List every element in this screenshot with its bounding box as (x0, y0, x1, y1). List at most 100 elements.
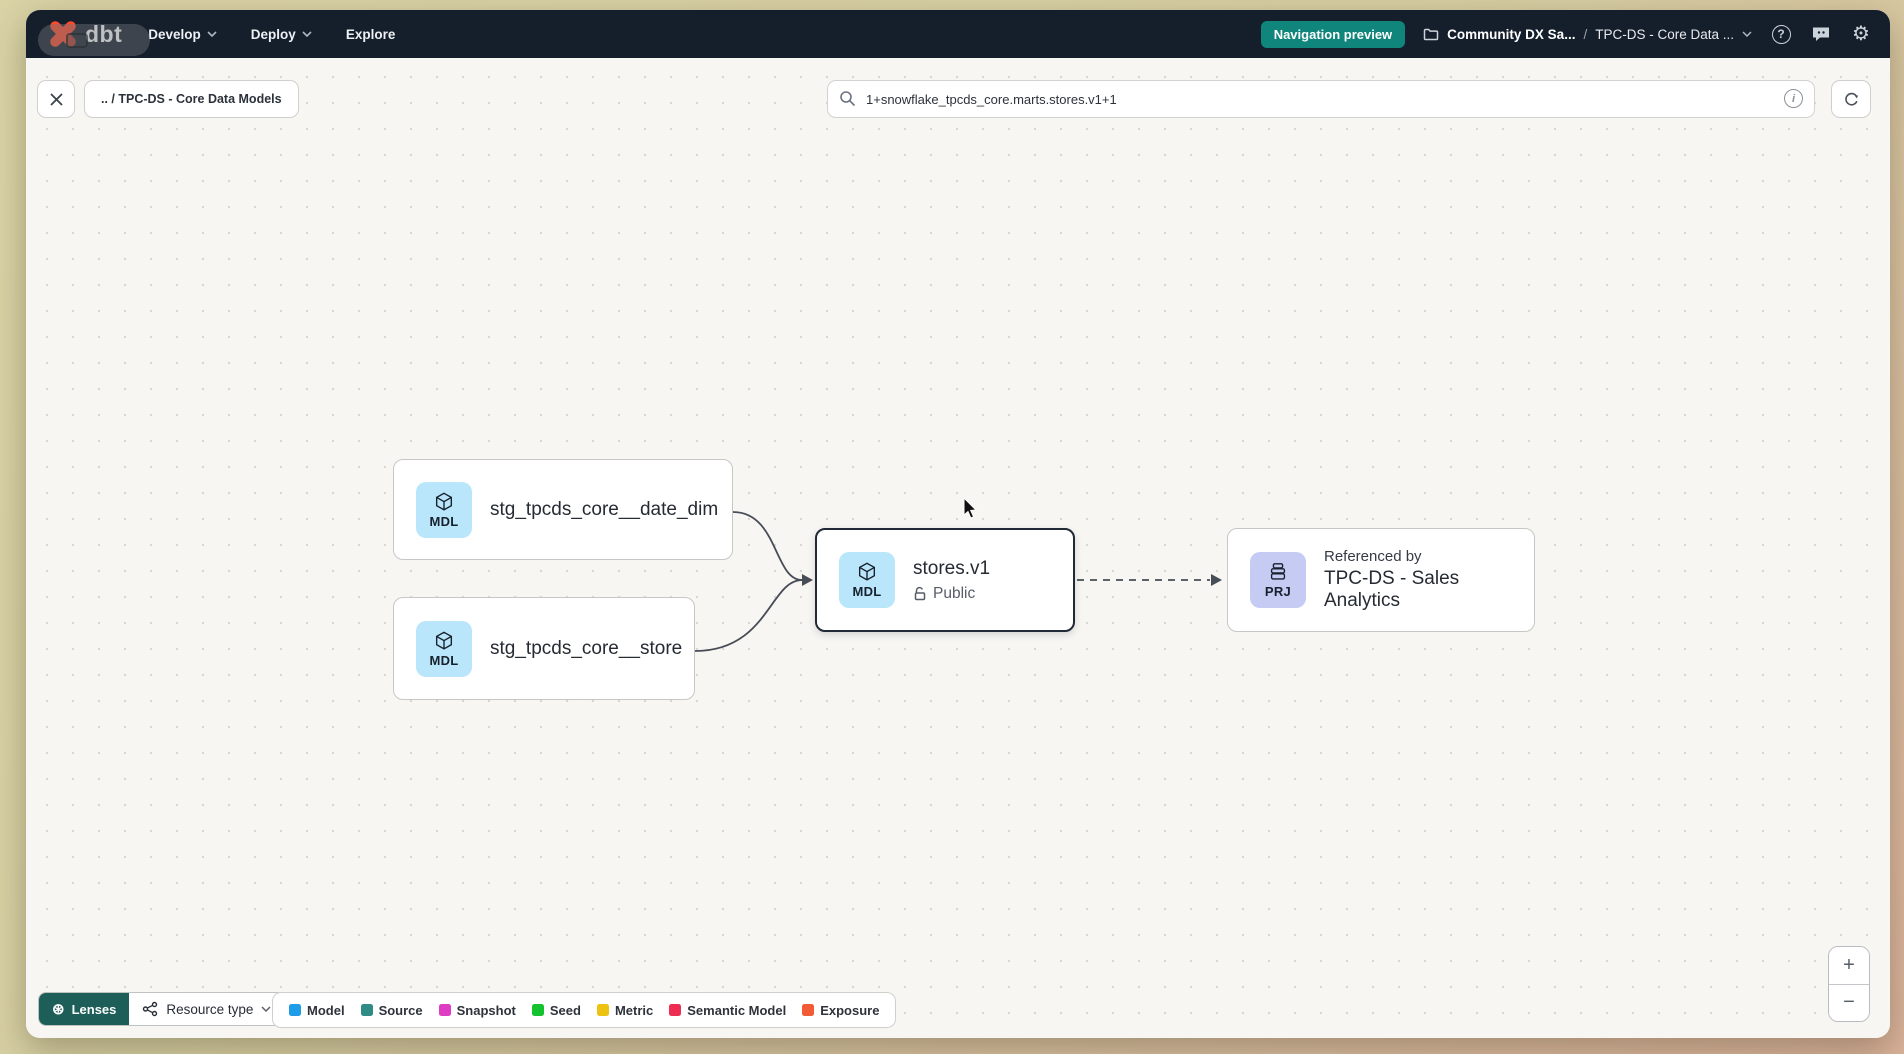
legend-item-snapshot: Snapshot (438, 1002, 516, 1018)
zoom-out-button[interactable]: − (1829, 984, 1869, 1021)
lineage-canvas[interactable]: MDL stg_tpcds_core__date_dim MDL stg_tpc… (26, 58, 1890, 1038)
info-icon[interactable]: i (1784, 89, 1803, 108)
legend-item-metric: Metric (596, 1002, 654, 1018)
gear-icon: ⚙ (1852, 23, 1870, 45)
legend-swatch (289, 1004, 301, 1016)
legend-swatch (531, 1004, 544, 1016)
refresh-icon (1844, 92, 1858, 106)
dbt-logo-text: dbt (85, 20, 123, 47)
legend-label: Snapshot (456, 1002, 516, 1018)
divider (1829, 983, 1869, 985)
resource-type-dropdown[interactable]: Resource type (129, 993, 285, 1025)
node-label: stg_tpcds_core__date_dim (490, 498, 719, 520)
node-access: Public (913, 585, 990, 603)
legend-item-source: Source (360, 1002, 423, 1018)
edge-store-to-stores (694, 579, 803, 652)
lineage-breadcrumb-chip[interactable]: .. / TPC-DS - Core Data Models (84, 80, 299, 118)
app-window: dbt Develop Deploy Explore Navigation pr… (26, 10, 1890, 1038)
menu-develop-label: Develop (148, 26, 201, 42)
legend-swatch (360, 1004, 373, 1016)
navigation-preview-badge[interactable]: Navigation preview (1260, 20, 1406, 48)
chat-bubble-icon (1813, 27, 1829, 41)
breadcrumb-project[interactable]: TPC-DS - Core Data ... (1595, 26, 1734, 42)
node-tpcds-sales-analytics[interactable]: PRJ Referenced by TPC-DS - Sales Analyti… (1227, 528, 1535, 632)
model-badge: MDL (416, 481, 472, 538)
zoom-in-button[interactable]: + (1829, 947, 1869, 984)
legend-item-seed: Seed (531, 1002, 581, 1018)
close-lineage-button[interactable] (37, 80, 75, 118)
legend-item-exposure: Exposure (802, 1003, 879, 1018)
legend-swatch (669, 1004, 682, 1016)
project-badge: PRJ (1250, 552, 1306, 608)
lineage-search: i (827, 80, 1815, 118)
cube-icon (858, 562, 876, 581)
node-label: stores.v1 (913, 557, 991, 579)
folder-icon (1423, 28, 1439, 41)
top-navbar: dbt Develop Deploy Explore Navigation pr… (26, 10, 1890, 58)
legend-label: Source (378, 1002, 423, 1018)
chevron-down-icon (261, 1006, 271, 1012)
lens-controls: ⊛ Lenses Resource type (38, 992, 286, 1026)
graph-icon (143, 1001, 158, 1017)
menu-deploy[interactable]: Deploy (251, 27, 312, 42)
lenses-button[interactable]: ⊛ Lenses (39, 993, 130, 1025)
navbar-right: Navigation preview Community DX Sa... / … (1260, 10, 1872, 58)
node-stores-v1[interactable]: MDL stores.v1 Public (815, 528, 1075, 632)
legend-label: Seed (549, 1002, 581, 1018)
chevron-down-icon (302, 31, 312, 37)
chevron-down-icon (1742, 31, 1752, 37)
mouse-cursor (963, 497, 978, 519)
breadcrumb[interactable]: Community DX Sa... / TPC-DS - Core Data … (1423, 27, 1752, 42)
screen-capture-indicator (38, 24, 150, 56)
badge-label: MDL (429, 652, 459, 668)
cube-icon (435, 492, 453, 511)
search-icon (839, 90, 856, 112)
node-reference-title: Referenced by (1324, 548, 1422, 565)
resource-type-legend: Model Source Snapshot Seed Metric Semant… (272, 992, 897, 1028)
chevron-down-icon (207, 31, 217, 37)
breadcrumb-account[interactable]: Community DX Sa... (1447, 26, 1576, 42)
main-menu: Develop Deploy Explore (148, 27, 395, 42)
model-badge: MDL (839, 552, 895, 608)
stacked-drawers-icon (1270, 563, 1286, 580)
arrowhead (802, 574, 813, 586)
legend-item-semantic-model: Semantic Model (669, 1003, 786, 1018)
lenses-icon: ⊛ (52, 1001, 65, 1018)
menu-deploy-label: Deploy (250, 26, 296, 42)
legend-swatch (802, 1004, 815, 1016)
dbt-logo[interactable]: dbt (48, 19, 122, 49)
node-label: stg_tpcds_core__store (490, 637, 683, 659)
legend-label: Model (307, 1002, 345, 1018)
feedback-button[interactable] (1810, 23, 1832, 45)
node-label: TPC-DS - Sales Analytics (1324, 568, 1460, 611)
close-icon (49, 92, 63, 106)
legend-label: Semantic Model (687, 1002, 787, 1018)
refresh-button[interactable] (1831, 80, 1871, 118)
search-input[interactable] (827, 80, 1815, 118)
camera-icon (66, 32, 88, 48)
legend-item-model: Model (289, 1003, 345, 1018)
badge-label: PRJ (1264, 584, 1292, 599)
lenses-label: Lenses (71, 1001, 117, 1017)
cube-icon (435, 631, 453, 650)
help-icon: ? (1771, 24, 1791, 44)
help-button[interactable]: ? (1770, 23, 1792, 45)
legend-swatch (438, 1004, 451, 1016)
resource-type-label: Resource type (166, 1001, 254, 1017)
settings-button[interactable]: ⚙ (1850, 23, 1872, 45)
badge-label: MDL (852, 584, 882, 599)
menu-explore[interactable]: Explore (346, 27, 396, 42)
legend-swatch (596, 1004, 609, 1016)
menu-explore-label: Explore (345, 26, 396, 42)
node-stg-tpcds-core-date-dim[interactable]: MDL stg_tpcds_core__date_dim (393, 459, 733, 560)
zoom-controls: + − (1828, 946, 1870, 1022)
menu-develop[interactable]: Develop (148, 27, 217, 42)
legend-label: Metric (614, 1002, 654, 1018)
legend-label: Exposure (820, 1002, 880, 1018)
badge-label: MDL (429, 513, 459, 529)
breadcrumb-separator: / (1583, 26, 1588, 42)
node-stg-tpcds-core-store[interactable]: MDL stg_tpcds_core__store (393, 597, 695, 700)
model-badge: MDL (416, 620, 472, 677)
edge-date-dim-to-stores (732, 511, 803, 581)
access-label: Public (933, 584, 976, 602)
